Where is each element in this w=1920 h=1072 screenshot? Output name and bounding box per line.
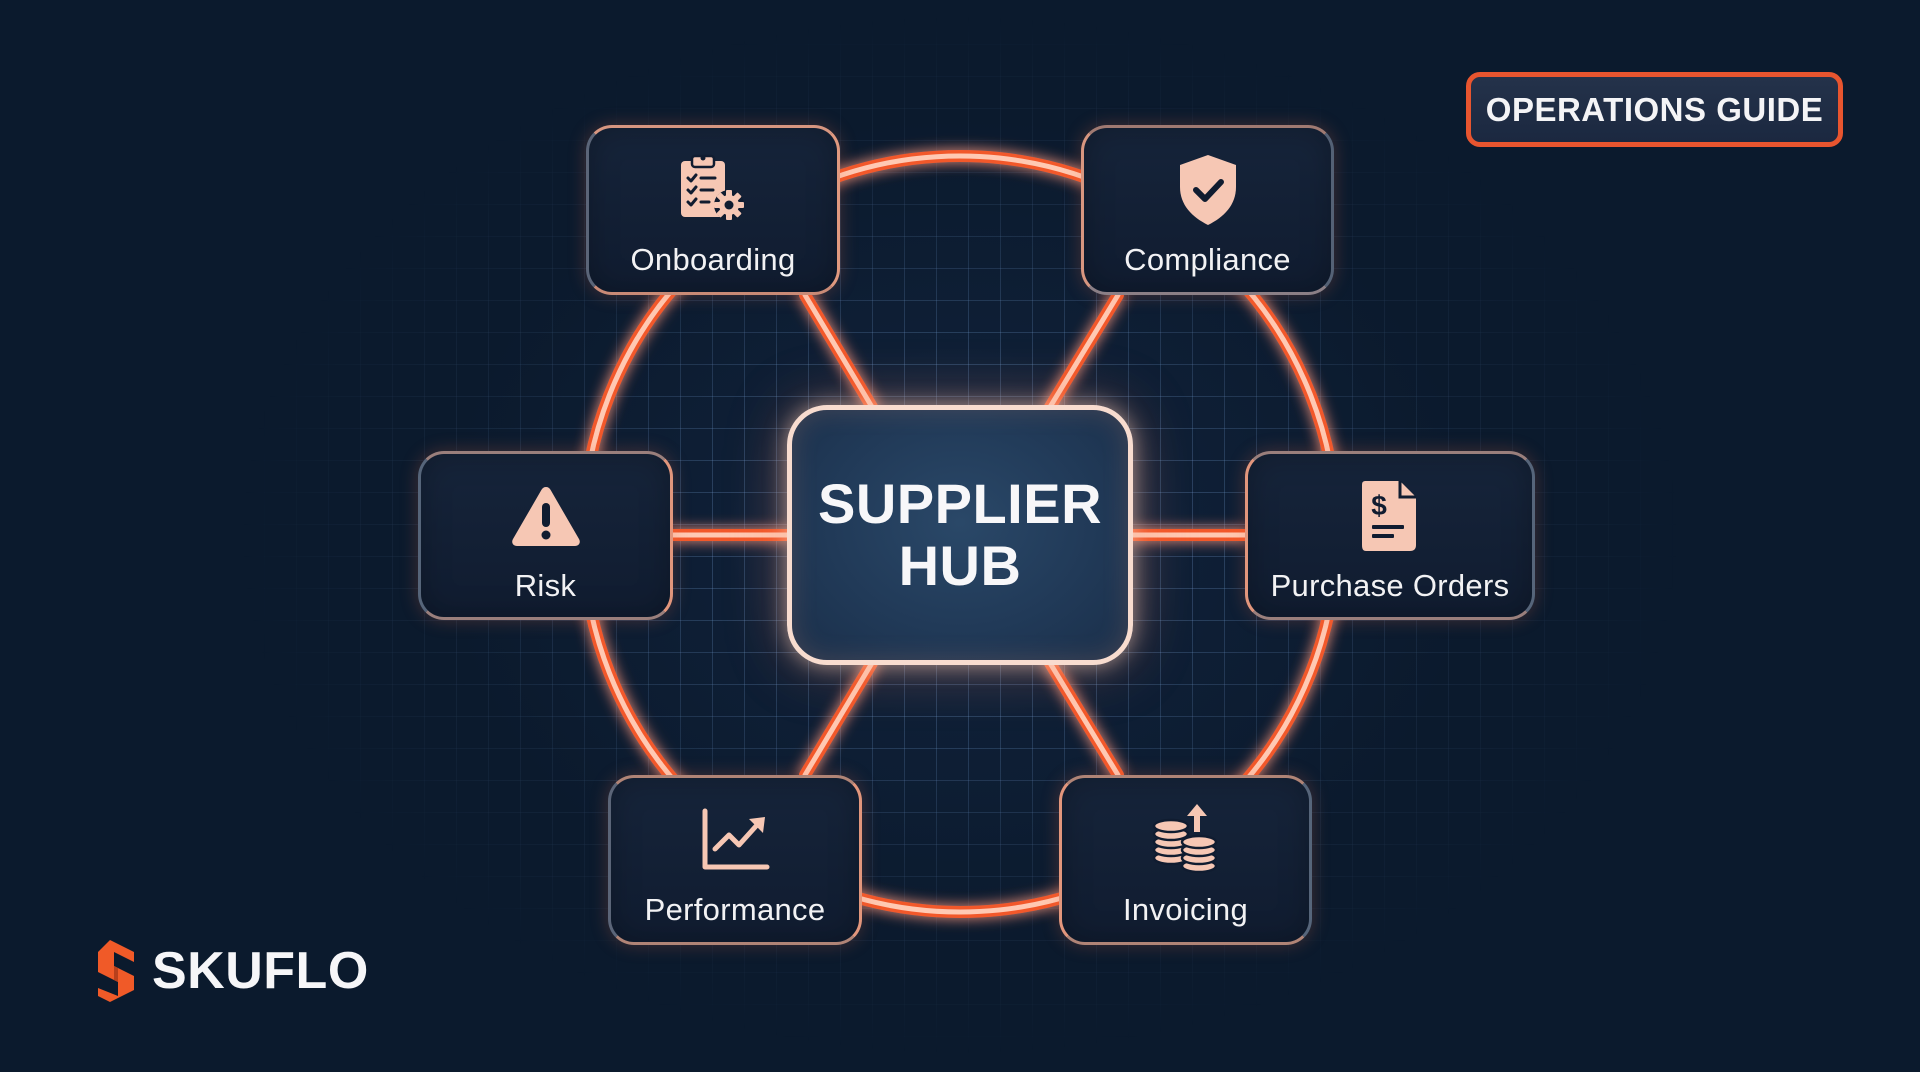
brand-name: SKUFLO bbox=[152, 942, 369, 1000]
clipboard-checklist-gear-icon bbox=[675, 152, 751, 228]
skuflo-logo-icon bbox=[98, 940, 134, 1002]
node-label: Risk bbox=[514, 568, 577, 603]
badge-label: OPERATIONS GUIDE bbox=[1485, 90, 1824, 128]
node-label: Purchase Orders bbox=[1270, 568, 1510, 603]
spokes bbox=[667, 289, 1251, 781]
shield-check-icon bbox=[1170, 152, 1246, 228]
operations-guide-badge[interactable]: OPERATIONS GUIDE bbox=[1466, 72, 1843, 147]
node-onboarding[interactable]: Onboarding bbox=[586, 125, 840, 295]
warning-triangle-icon bbox=[508, 478, 584, 554]
brand-logo: SKUFLO bbox=[96, 940, 369, 1002]
node-label: Onboarding bbox=[630, 242, 796, 277]
dollar-document-icon: $ bbox=[1352, 478, 1428, 554]
trending-up-chart-icon bbox=[697, 802, 773, 878]
supplier-hub-node[interactable]: SUPPLIER HUB bbox=[787, 405, 1133, 665]
coins-stack-arrow-up-icon bbox=[1148, 802, 1224, 878]
node-compliance[interactable]: Compliance bbox=[1081, 125, 1334, 295]
node-label: Performance bbox=[644, 892, 826, 927]
node-label: Compliance bbox=[1124, 242, 1291, 277]
node-invoicing[interactable]: Invoicing bbox=[1059, 775, 1312, 945]
node-label: Invoicing bbox=[1122, 892, 1249, 927]
node-performance[interactable]: Performance bbox=[608, 775, 862, 945]
svg-text:$: $ bbox=[1371, 490, 1387, 521]
node-purchase-orders[interactable]: $ Purchase Orders bbox=[1245, 451, 1535, 620]
hub-title-line-1: SUPPLIER bbox=[817, 472, 1103, 535]
node-risk[interactable]: Risk bbox=[418, 451, 673, 620]
hub-title-line-2: HUB bbox=[898, 534, 1022, 597]
